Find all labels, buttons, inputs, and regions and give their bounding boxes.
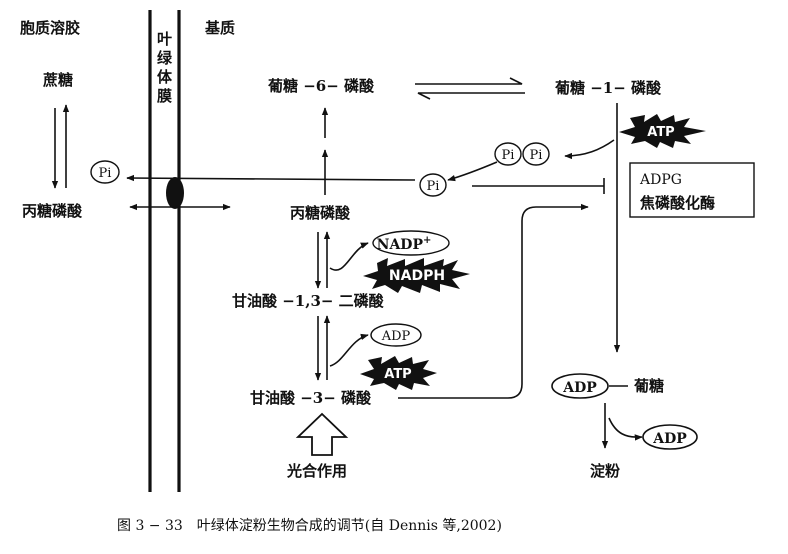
atp-photo-label: ATP [384, 367, 411, 382]
atp-enzyme-starburst [619, 114, 706, 148]
triose-phosphate-cytosol-label: 丙糖磷酸 [22, 202, 83, 220]
triose-phosphate-stroma-label: 丙糖磷酸 [290, 204, 351, 222]
arrow-g1p-to-g6p [417, 92, 525, 100]
enzyme-line2: 焦磷酸化酶 [639, 194, 715, 212]
pi-stroma-label: Pi [427, 179, 440, 194]
adp-glucose-sugar-label: 葡糖 [633, 377, 664, 395]
cytosol-label: 胞质溶胶 [19, 19, 80, 37]
adp-released-label: ADP [652, 431, 687, 447]
arrow-atp-to-adp [329, 333, 369, 367]
atp-enzyme-label: ATP [647, 125, 674, 140]
nadp-label: NADP+ [377, 235, 432, 253]
pi-pair-b-circle [522, 142, 550, 166]
glucose-1-phosphate-label: 葡糖 −1− 磷酸 [554, 79, 662, 97]
adp-oval [370, 323, 422, 347]
sucrose-label: 蔗糖 [42, 71, 73, 89]
starch-label: 淀粉 [590, 462, 620, 480]
adp-glucose-oval [551, 373, 609, 399]
arrow-adp-release [608, 417, 643, 441]
phosphate-translocator [166, 177, 184, 209]
photosynthesis-label: 光合作用 [286, 462, 347, 480]
bisphosphoglycerate-label: 甘油酸 −1,3− 二磷酸 [232, 292, 385, 310]
photosynthesis-arrow [295, 412, 349, 456]
arrow-pi-exchange [126, 174, 416, 182]
pi-cytosol-circle [90, 160, 120, 184]
pi-cytosol-label: Pi [99, 166, 112, 181]
stroma-label: 基质 [204, 19, 235, 37]
pi-pair-a-circle [494, 142, 522, 166]
arrow-pga-activates-enzyme [398, 203, 589, 399]
arrow-pi-pair-to-pi [447, 161, 498, 182]
enzyme-line1: ADPG [639, 172, 682, 188]
phosphoglycerate-label: 甘油酸 −3− 磷酸 [250, 389, 372, 407]
nadp-oval [372, 230, 450, 256]
pi-pair-a-label: Pi [502, 148, 515, 163]
nadp-superscript: + [423, 235, 431, 246]
atp-photo-starburst [360, 356, 437, 390]
arrow-g6p-to-g1p [415, 77, 523, 85]
nadph-label: NADPH [389, 268, 445, 284]
pi-stroma-circle [419, 173, 447, 197]
arrow-nadph-to-nadp [329, 242, 369, 271]
pi-pair-b-label: Pi [530, 148, 543, 163]
membrane-label-char-2: 绿 [157, 49, 173, 67]
figure-caption: 图 3 − 33 叶绿体淀粉生物合成的调节(自 Dennis 等,2002) [117, 517, 502, 534]
glucose-6-phosphate-label: 葡糖 −6− 磷酸 [267, 77, 375, 95]
membrane-label-char-4: 膜 [157, 87, 172, 105]
nadph-starburst [363, 258, 470, 293]
membrane-label-char-3: 体 [157, 68, 173, 86]
adp-label: ADP [381, 329, 411, 344]
adp-glucose-adp-label: ADP [562, 380, 597, 396]
membrane-label-char-1: 叶 [157, 30, 172, 48]
arrow-ppi-release [564, 139, 615, 160]
enzyme-box [629, 162, 755, 218]
adp-released-oval [642, 424, 698, 450]
